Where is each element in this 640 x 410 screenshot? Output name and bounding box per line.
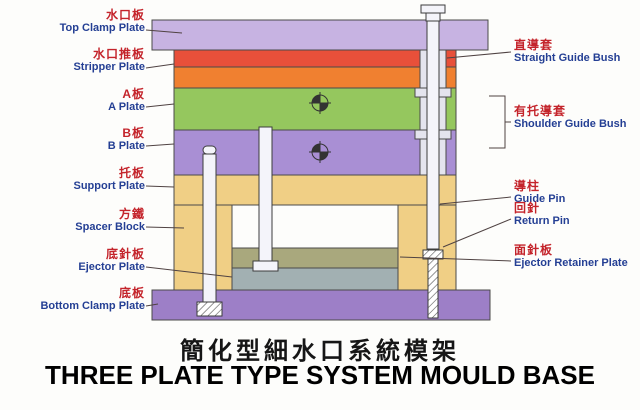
diagram-title-chinese: 簡化型細水口系統模架	[180, 338, 460, 365]
leader-line	[145, 266, 233, 278]
leader-line	[145, 185, 175, 188]
shoulder-bush-bracket	[489, 95, 506, 149]
leader-line	[446, 51, 512, 59]
leader-line	[145, 29, 183, 34]
datum-mark-b-plate	[309, 141, 331, 163]
label-stripper-plate-en: Stripper Plate	[73, 61, 145, 73]
label-bottom-clamp-plate-en: Bottom Clamp Plate	[40, 300, 145, 312]
leader-line	[399, 256, 512, 262]
label-ejector-retainer-plate: 面針板 Ejector Retainer Plate	[514, 243, 628, 269]
return-pin	[422, 249, 444, 319]
diagram-title-english: THREE PLATE TYPE SYSTEM MOULD BASE	[45, 360, 595, 390]
label-straight-guide-bush-en: Straight Guide Bush	[514, 52, 621, 64]
support-plate	[173, 174, 457, 206]
label-straight-guide-bush: 直導套 Straight Guide Bush	[514, 38, 620, 64]
label-spacer-block-zh: 方鐵	[118, 207, 145, 221]
stripper-plate-upper	[173, 49, 457, 68]
guide-pin	[420, 4, 446, 250]
label-ejector-retainer-plate-zh: 面針板	[514, 243, 554, 257]
leader-line	[439, 196, 512, 205]
label-guide-pin-zh: 導柱	[514, 179, 541, 193]
leader-line	[145, 103, 175, 108]
label-stripper-plate: 水口推板 Stripper Plate	[73, 47, 145, 73]
label-a-plate-en: A Plate	[108, 101, 145, 113]
label-support-plate-zh: 托板	[118, 166, 145, 180]
label-shoulder-guide-bush: 有托導套 Shoulder Guide Bush	[514, 104, 626, 130]
leader-line	[145, 143, 175, 147]
label-ejector-retainer-plate-en: Ejector Retainer Plate	[514, 257, 628, 269]
label-support-plate-en: Support Plate	[73, 180, 145, 192]
label-b-plate-zh: B板	[122, 126, 145, 140]
label-support-plate: 托板 Support Plate	[73, 166, 145, 192]
leader-line	[145, 226, 185, 229]
leader-line	[145, 303, 159, 307]
label-ejector-plate: 底針板 Ejector Plate	[78, 247, 145, 273]
stripper-plate	[173, 66, 457, 89]
label-top-clamp-plate: 水口板 Top Clamp Plate	[60, 8, 145, 34]
label-straight-guide-bush-zh: 直導套	[514, 38, 554, 52]
datum-mark-a-plate	[309, 92, 331, 114]
label-b-plate-en: B Plate	[107, 140, 145, 152]
label-b-plate: B板 B Plate	[108, 126, 145, 152]
guide-pin-left	[196, 145, 223, 317]
label-spacer-block: 方鐵 Spacer Block	[75, 207, 145, 233]
label-shoulder-guide-bush-zh: 有托導套	[514, 104, 567, 118]
label-return-pin-en: Return Pin	[514, 215, 570, 227]
label-a-plate: A板 A Plate	[108, 87, 145, 113]
label-bottom-clamp-plate: 底板 Bottom Clamp Plate	[40, 286, 145, 312]
label-return-pin-zh: 回針	[514, 201, 541, 215]
label-top-clamp-plate-zh: 水口板	[105, 8, 145, 22]
label-return-pin: 回針 Return Pin	[514, 201, 570, 227]
leader-line	[442, 218, 512, 248]
center-pillar	[252, 126, 279, 272]
label-top-clamp-plate-en: Top Clamp Plate	[59, 22, 145, 34]
label-shoulder-guide-bush-en: Shoulder Guide Bush	[514, 118, 627, 130]
label-ejector-plate-en: Ejector Plate	[78, 261, 145, 273]
label-a-plate-zh: A板	[122, 87, 145, 101]
label-guide-pin: 導柱 Guide Pin	[514, 179, 565, 205]
label-stripper-plate-zh: 水口推板	[92, 47, 145, 61]
label-ejector-plate-zh: 底針板	[105, 247, 145, 261]
label-spacer-block-en: Spacer Block	[75, 221, 145, 233]
label-guide-pin-en: Guide Pin	[514, 193, 566, 205]
leader-line	[145, 63, 175, 69]
label-bottom-clamp-plate-zh: 底板	[118, 286, 145, 300]
